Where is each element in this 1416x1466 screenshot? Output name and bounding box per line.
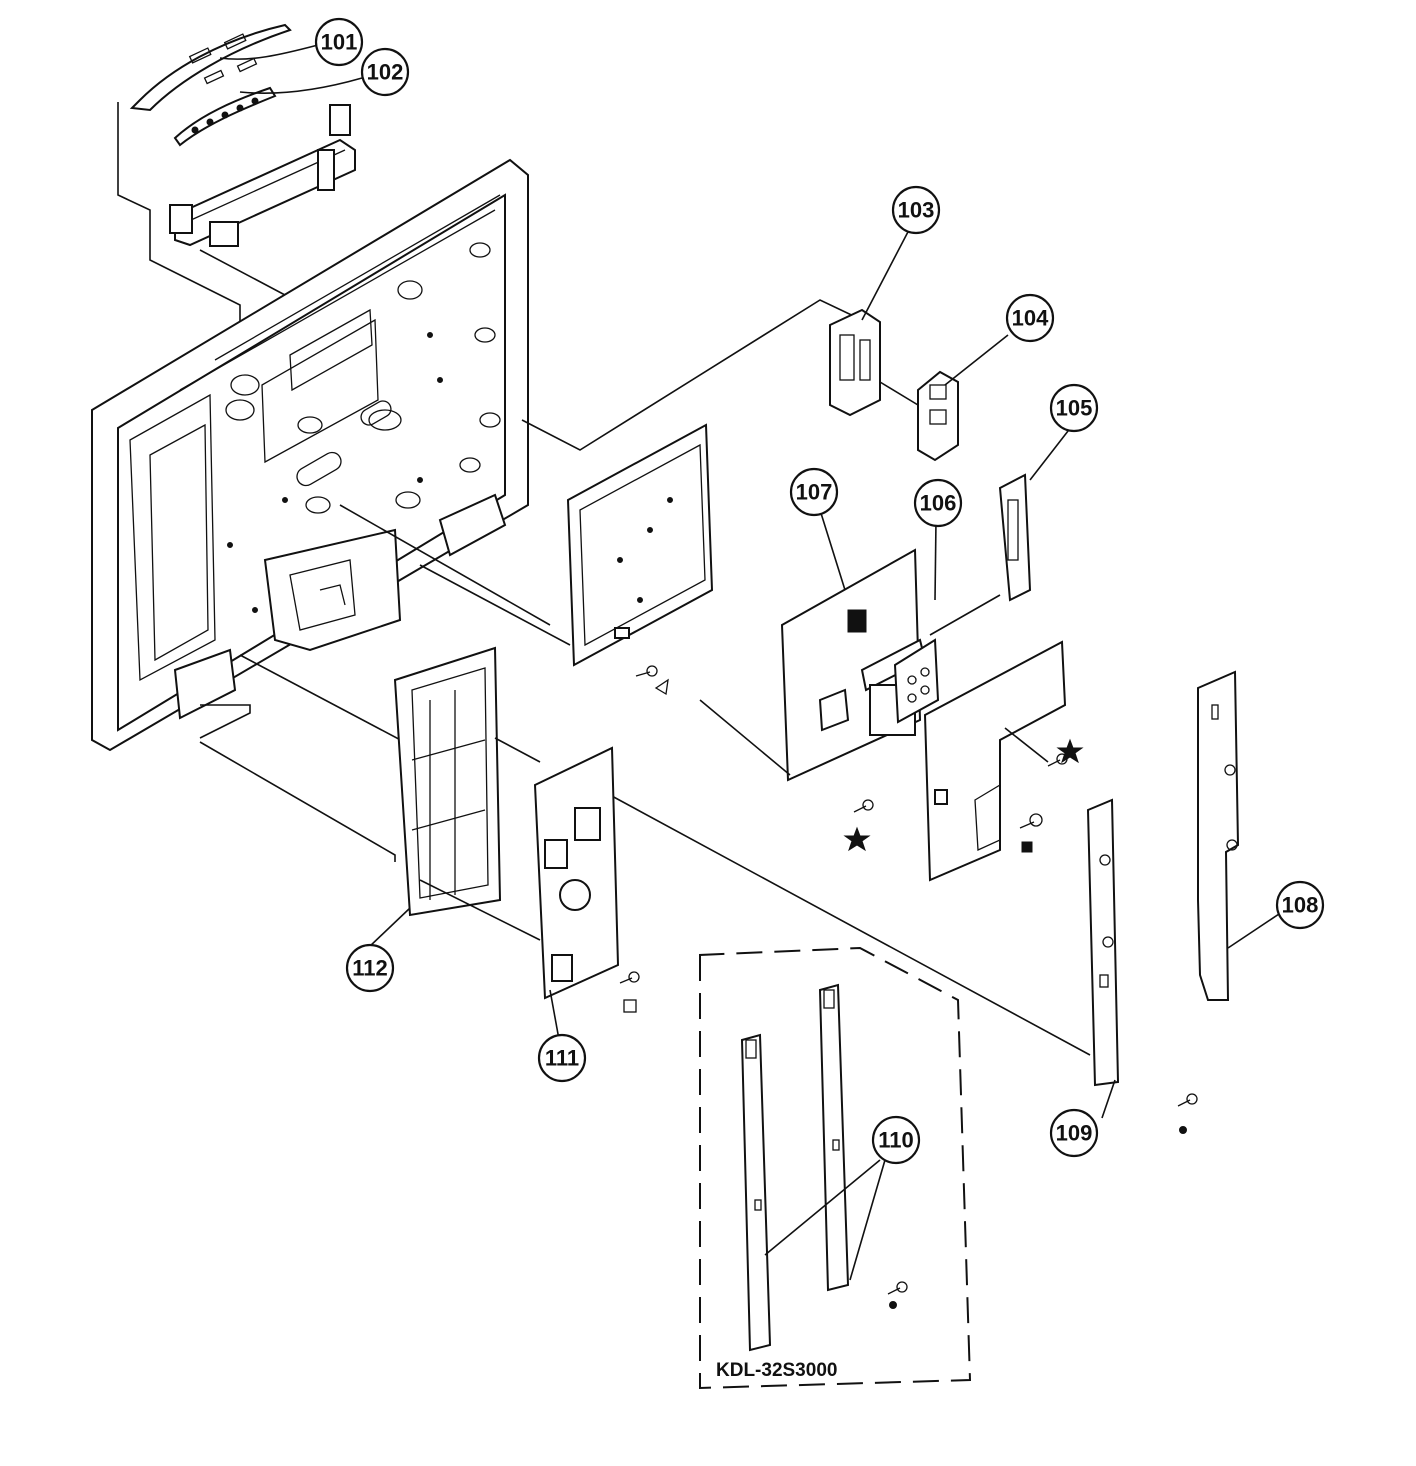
svg-text:108: 108: [1282, 893, 1319, 918]
sub-board-right: [923, 640, 1067, 882]
star-icon: [1056, 738, 1084, 764]
svg-text:112: 112: [352, 956, 388, 981]
part-111-power-board: [533, 746, 620, 1000]
callout-106: 106: [913, 478, 963, 528]
screw-symbols: [623, 678, 1187, 1309]
svg-text:111: 111: [545, 1046, 579, 1071]
callout-103: 103: [891, 185, 941, 235]
square-icon: [623, 999, 637, 1013]
svg-text:109: 109: [1056, 1121, 1093, 1146]
callout-102: 102: [360, 47, 410, 97]
callout-112: 112: [345, 943, 395, 993]
svg-text:107: 107: [796, 480, 833, 505]
part-110-strap-left: [740, 1033, 772, 1352]
part-104-board: [917, 370, 959, 462]
svg-text:105: 105: [1056, 396, 1093, 421]
screws: [619, 665, 1198, 1295]
part-106-connector: [893, 638, 940, 724]
dot-icon: [889, 1301, 897, 1309]
part-102-button-panel: [173, 86, 277, 147]
dot-icon: [1179, 1126, 1187, 1134]
svg-text:102: 102: [367, 60, 404, 85]
callout-111: 111: [537, 1033, 587, 1083]
triangle-icon: [654, 678, 669, 696]
filled-square-icon: [1021, 841, 1033, 853]
callout-108: 108: [1275, 880, 1325, 930]
top-bracket: [169, 104, 356, 247]
part-112-holder: [393, 646, 502, 917]
center-shield-chassis: [566, 423, 714, 667]
variant-box: KDL-32S3000: [699, 946, 972, 1390]
callout-110: 110: [871, 1115, 921, 1165]
callout-109: 109: [1049, 1108, 1099, 1158]
part-107-main-board: [780, 548, 927, 782]
callout-101: 101: [314, 17, 364, 67]
svg-text:104: 104: [1012, 306, 1049, 331]
callout-104: 104: [1005, 293, 1055, 343]
part-103-bracket: [829, 308, 881, 417]
model-label: KDL-32S3000: [716, 1360, 837, 1381]
part-108-bracket: [1197, 670, 1240, 1001]
svg-text:106: 106: [920, 491, 957, 516]
part-105-board: [998, 473, 1032, 602]
star-icon: [843, 826, 871, 852]
svg-text:110: 110: [878, 1128, 914, 1153]
callout-107: 107: [789, 467, 839, 517]
main-lcd-frame: [91, 158, 529, 752]
part-109-bracket: [1086, 798, 1120, 1087]
callout-105: 105: [1049, 383, 1099, 433]
svg-text:101: 101: [321, 30, 358, 55]
part-110-strap-right: [818, 983, 850, 1292]
part-101-cover: [129, 23, 292, 112]
svg-text:103: 103: [898, 198, 935, 223]
